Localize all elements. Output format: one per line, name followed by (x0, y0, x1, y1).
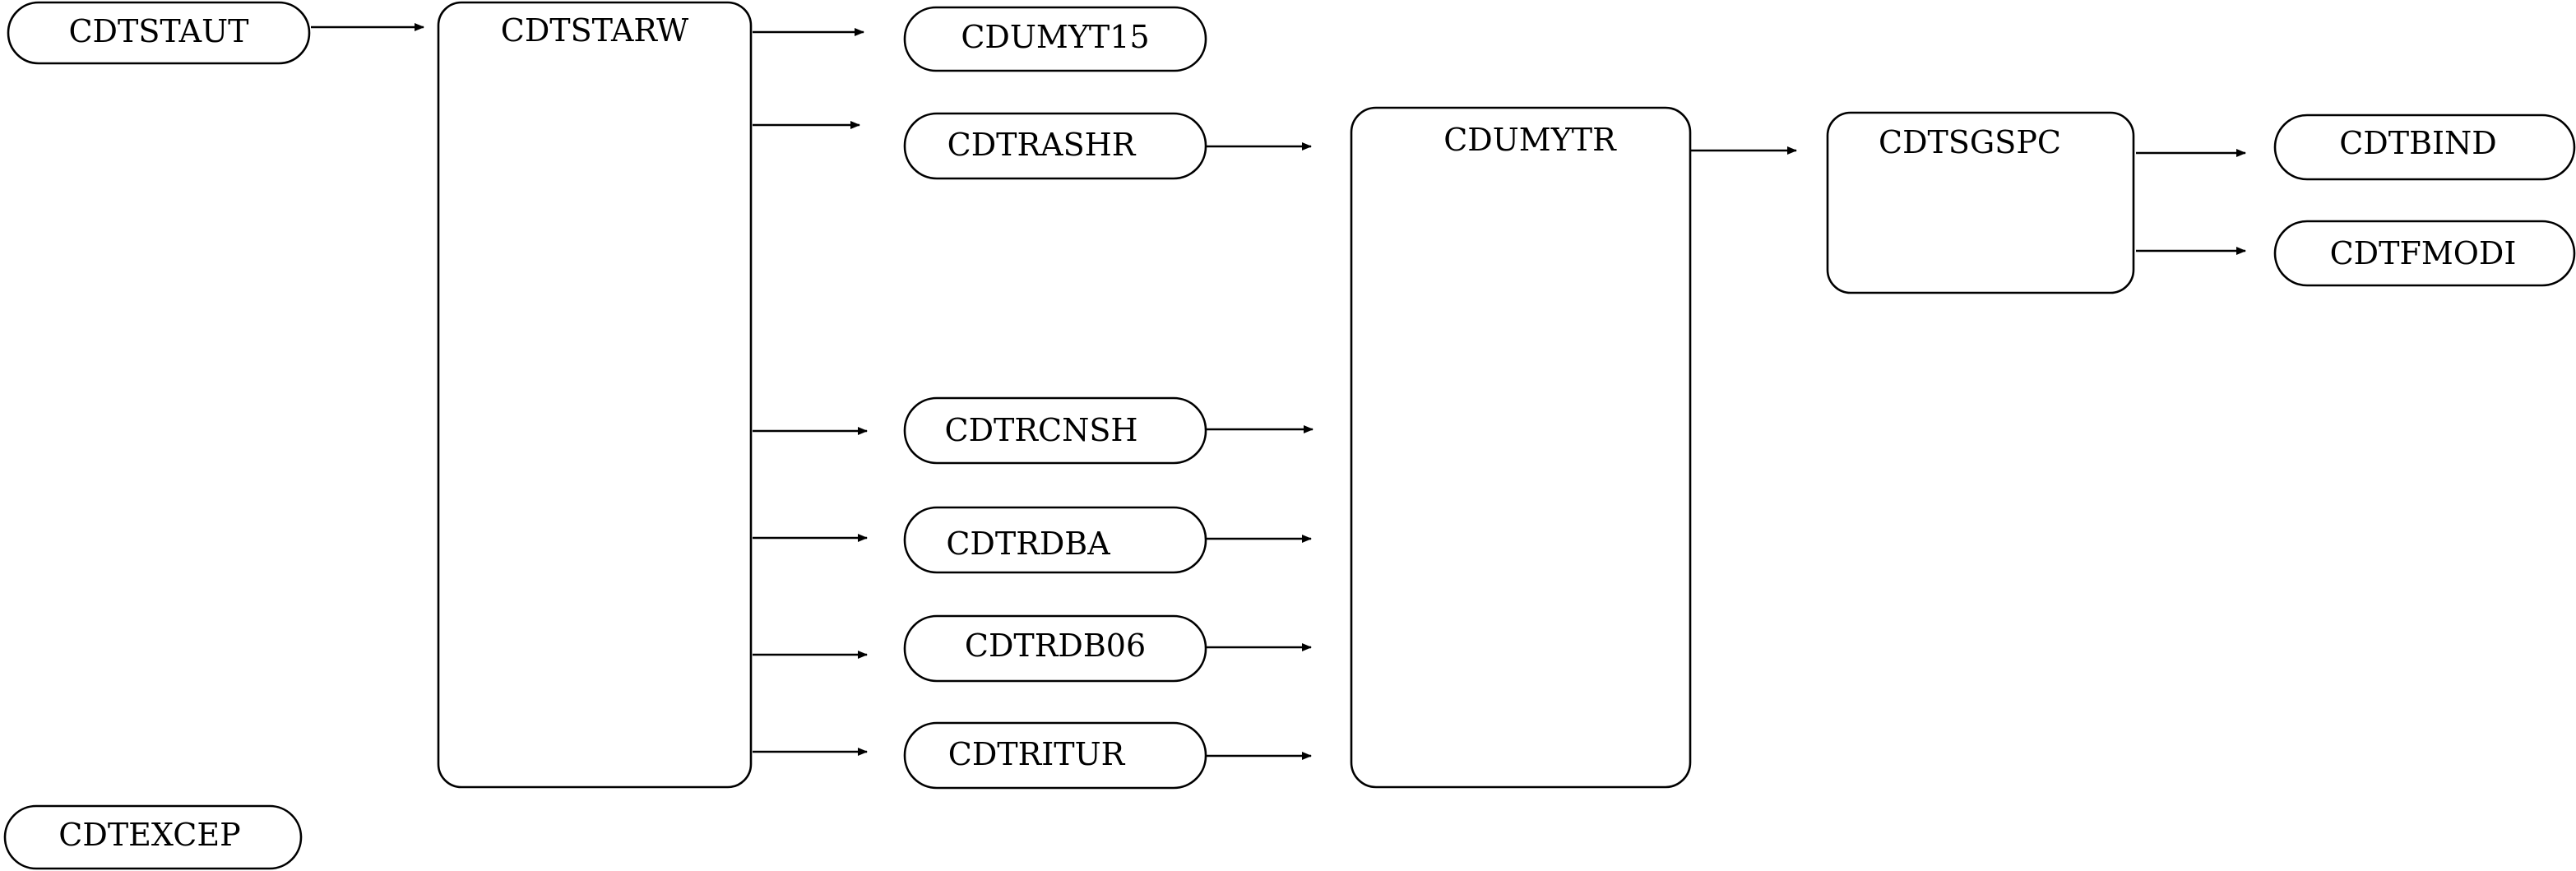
edges (311, 23, 2246, 760)
node-cdtstarw: CDTSTARW (437, 1, 753, 789)
node-label: CDTSTARW (501, 12, 688, 49)
node-cdtrcnsh: CDTRCNSH (903, 396, 1207, 465)
node-label: CDTRDBA (946, 526, 1110, 562)
node-label: CDTEXCEP (58, 817, 240, 853)
node-cdtexcep: CDTEXCEP (3, 804, 303, 870)
node-label: CDUMYTR (1443, 122, 1617, 158)
node-cdtfmodi: CDTFMODI (2273, 220, 2576, 287)
node-cdtritur: CDTRITUR (903, 721, 1207, 790)
node-label: CDUMYT15 (961, 19, 1149, 55)
node-cdtbind: CDTBIND (2273, 114, 2576, 181)
node-cdtstaut: CDTSTAUT (7, 1, 311, 65)
node-label: CDTSTAUT (68, 13, 248, 49)
node-cdumyt15: CDUMYT15 (903, 6, 1207, 72)
node-label: CDTRITUR (948, 736, 1126, 772)
node-label: CDTRDB06 (965, 628, 1146, 664)
node-cdumytr: CDUMYTR (1350, 106, 1692, 789)
node-cdtrdba: CDTRDBA (903, 506, 1207, 574)
node-label: CDTBIND (2339, 125, 2497, 161)
node-label: CDTRASHR (947, 127, 1137, 163)
node-label: CDTRCNSH (945, 412, 1138, 448)
node-cdtsgspc: CDTSGSPC (1826, 111, 2135, 294)
node-cdtrashr: CDTRASHR (903, 112, 1207, 180)
node-cdtrdb06: CDTRDB06 (903, 614, 1207, 683)
node-label: CDTFMODI (2330, 235, 2517, 271)
node-label: CDTSGSPC (1879, 124, 2061, 160)
